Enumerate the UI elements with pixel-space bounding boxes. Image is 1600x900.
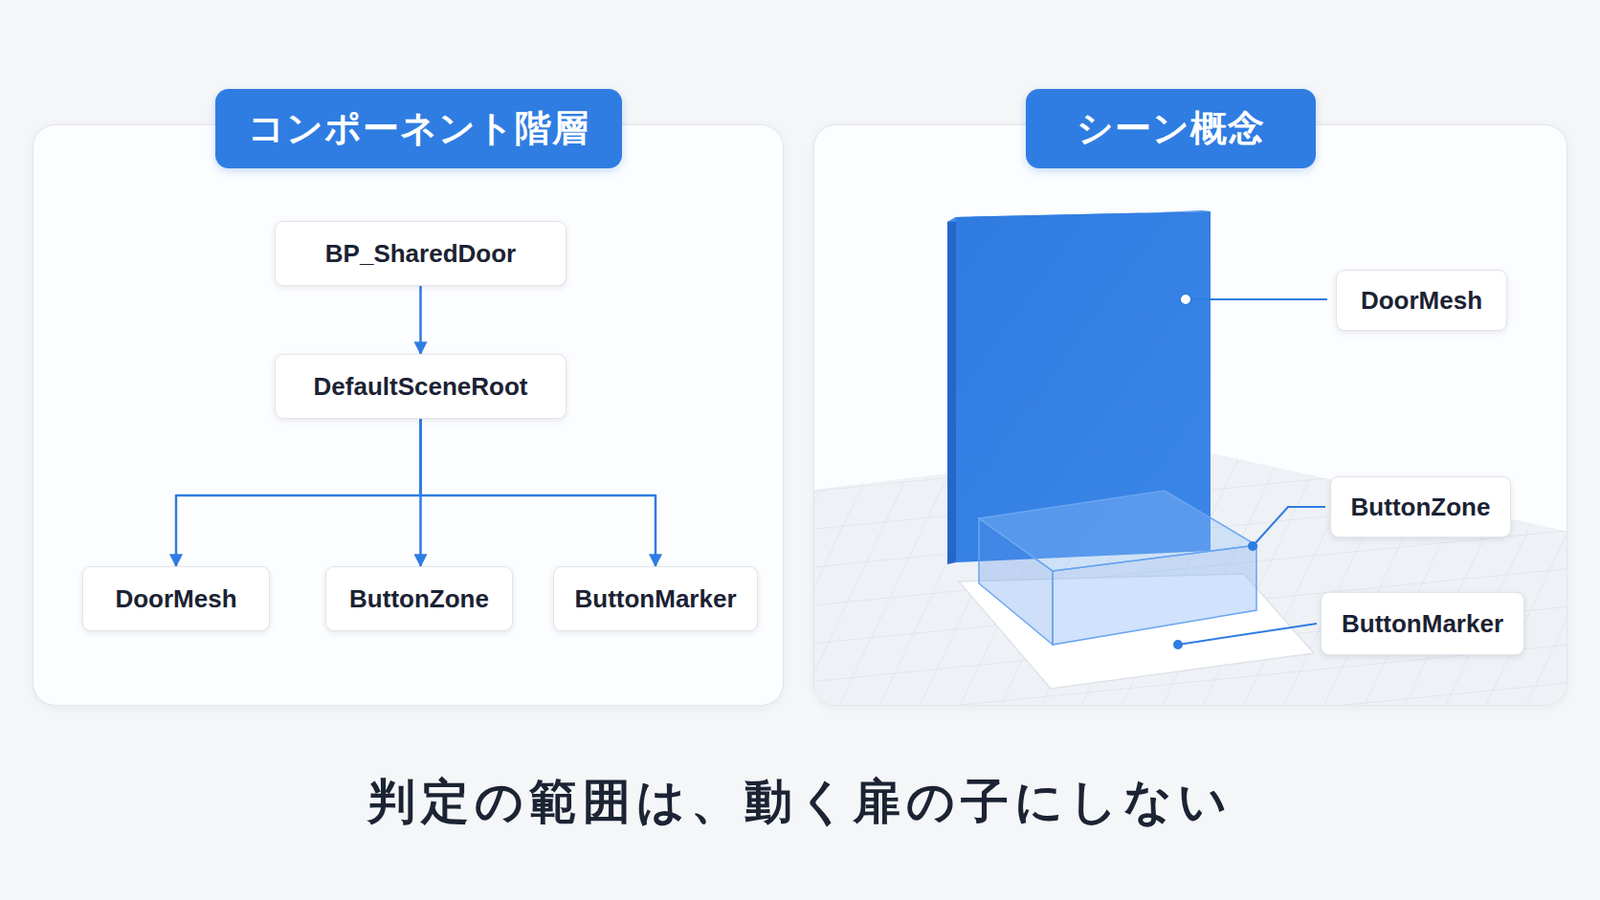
panel-heading: コンポーネント階層 <box>215 88 623 169</box>
node-label: ButtonZone <box>1351 492 1491 523</box>
panel-heading: シーン概念 <box>1025 88 1316 169</box>
component-box: BP_SharedDoor <box>274 221 567 287</box>
node-label: DoorMesh <box>114 584 237 615</box>
leader-line <box>1177 623 1317 645</box>
hierarchy-connector <box>419 419 423 567</box>
zone-left-face <box>978 518 1053 645</box>
node-label: ButtonMarker <box>1341 609 1504 640</box>
hierarchy-connector <box>176 419 422 567</box>
component-box: ButtonMarker <box>1320 592 1525 656</box>
component-box: ButtonMarker <box>553 566 757 632</box>
zone-top-face <box>978 490 1257 572</box>
component-box: ButtonZone <box>1330 476 1512 538</box>
scene-group <box>814 445 1567 706</box>
hierarchy-connector <box>421 419 656 567</box>
node-label: ButtonZone <box>349 584 489 615</box>
component-box: ButtonZone <box>325 566 513 632</box>
door-mesh-slab <box>955 211 1211 563</box>
door-top <box>947 210 1211 223</box>
panel-frame: シーン概念DoorMeshButtonZoneButtonMarker <box>813 124 1568 707</box>
node-label: ButtonMarker <box>574 584 736 615</box>
floor <box>814 445 1567 706</box>
leader-dot <box>1247 541 1258 552</box>
node-label: BP_SharedDoor <box>325 239 516 269</box>
button-marker-plate <box>958 574 1314 689</box>
caption: 判定の範囲は、動く扉の子にしない <box>0 770 1600 835</box>
node-label: DoorMesh <box>1360 286 1483 316</box>
leader-dot <box>1173 640 1183 650</box>
node-label: DefaultSceneRoot <box>313 372 529 402</box>
component-box: DoorMesh <box>82 566 270 632</box>
hierarchy-connector <box>419 286 423 355</box>
leader-line <box>1185 298 1328 301</box>
zone-front-face <box>1052 545 1257 645</box>
leader-line <box>1252 507 1326 547</box>
leader-dot <box>1179 293 1192 306</box>
panel-frame: コンポーネント階層BP_SharedDoorDefaultSceneRootDo… <box>32 124 784 707</box>
floor-grid <box>814 445 1567 706</box>
door-side <box>947 217 956 565</box>
component-box: DefaultSceneRoot <box>274 354 567 420</box>
component-box: DoorMesh <box>1335 269 1508 332</box>
